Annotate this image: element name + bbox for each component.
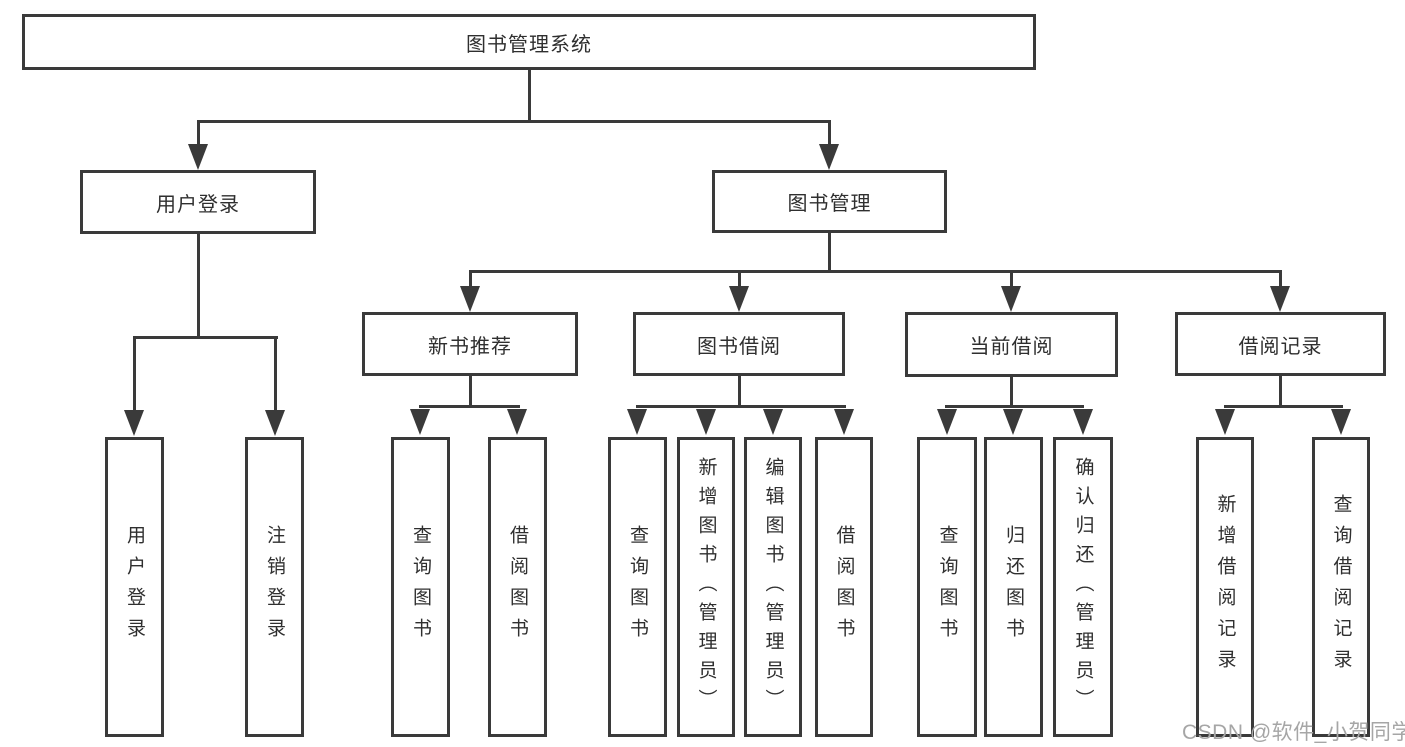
arrowhead-borrowrec-icon [1270,286,1290,312]
edge-root-split-bar [197,120,831,123]
arrowhead-ul-logout-icon [265,410,285,436]
node-book-borrow-label: 图书借阅 [697,335,781,358]
edge-cb-split-bar [945,405,1084,408]
leaf-cb-query-books: 查询图书 [917,437,977,737]
leaf-br-add-record: 新增借阅记录 [1196,437,1254,737]
leaf-br-query-record: 查询借阅记录 [1312,437,1370,737]
leaf-br-query-record-label: 查询借阅记录 [1330,494,1352,680]
leaf-bb-edit-books-label: 编辑图书（管理员） [762,456,784,718]
edge-root-drop-line [528,68,531,123]
arrowhead-nbr-query-icon [410,409,430,435]
arrowhead-bb-edit-icon [763,409,783,435]
node-borrow-records-label: 借阅记录 [1238,335,1323,358]
edge-bb-drop-line [738,375,741,408]
leaf-cb-confirm-return-label: 确认归还（管理员） [1072,456,1094,718]
leaf-bb-add-books: 新增图书（管理员） [677,437,735,737]
edge-userlogin-split-bar [133,336,278,339]
edge-cb-drop-line [1010,376,1013,408]
edge-bookmgmt-stem-1 [469,270,472,289]
leaf-user-login-label: 用户登录 [124,525,145,649]
leaf-nbr-borrow-books: 借阅图书 [488,437,547,737]
node-current-borrow-label: 当前借阅 [969,336,1054,358]
node-user-login: 用户登录 [80,170,316,234]
edge-bookmgmt-split-bar [469,270,1282,273]
edge-userlogin-stem-2 [274,336,277,412]
edge-bookmgmt-drop-line [828,231,831,273]
leaf-cb-return-books-label: 归还图书 [1003,525,1024,649]
edge-userlogin-drop-line [197,232,200,338]
leaf-logout-label: 注销登录 [264,525,285,649]
arrowhead-bb-add-icon [696,409,716,435]
arrowhead-bookborrow-icon [729,286,749,312]
arrowhead-curborrow-icon [1001,286,1021,312]
edge-bookmgmt-stem-4 [1279,270,1282,289]
arrowhead-bb-query-icon [627,409,647,435]
leaf-bb-borrow-books: 借阅图书 [815,437,873,737]
arrowhead-newbookrec-icon [460,286,480,312]
edge-root-right-stem [828,120,831,148]
leaf-nbr-query-books: 查询图书 [391,437,450,737]
arrowhead-ul-login-icon [124,410,144,436]
leaf-user-login: 用户登录 [105,437,164,737]
edge-userlogin-stem-1 [133,336,136,412]
node-root: 图书管理系统 [22,14,1036,70]
edge-bookmgmt-stem-3 [1010,270,1013,289]
node-new-book-rec-label: 新书推荐 [428,335,512,358]
arrowhead-br-query-icon [1331,409,1351,435]
node-root-label: 图书管理系统 [466,33,592,56]
node-book-mgmt-label: 图书管理 [787,193,872,215]
edge-root-left-stem [197,120,200,148]
node-book-mgmt: 图书管理 [712,170,947,233]
arrowhead-user-login-icon [188,144,208,170]
edge-br-split-bar [1224,405,1343,408]
leaf-nbr-borrow-books-label: 借阅图书 [507,525,528,649]
edge-nbr-split-bar [419,405,520,408]
leaf-cb-query-books-label: 查询图书 [936,525,958,649]
csdn-watermark: CSDN @软件_小贺同学 [1182,721,1405,744]
arrowhead-bb-borrow-icon [834,409,854,435]
arrowhead-cb-query-icon [937,409,957,435]
node-borrow-records: 借阅记录 [1175,312,1386,376]
edge-bb-split-bar [636,405,846,408]
leaf-bb-add-books-label: 新增图书（管理员） [695,456,717,718]
leaf-br-add-record-label: 新增借阅记录 [1214,494,1236,680]
leaf-bb-borrow-books-label: 借阅图书 [833,525,855,649]
node-book-borrow: 图书借阅 [633,312,845,376]
node-new-book-rec: 新书推荐 [362,312,578,376]
edge-bookmgmt-stem-2 [738,270,741,289]
leaf-logout: 注销登录 [245,437,304,737]
node-user-login-label: 用户登录 [156,193,240,216]
edge-nbr-drop-line [469,375,472,408]
node-current-borrow: 当前借阅 [905,312,1118,377]
arrowhead-cb-confirm-icon [1073,409,1093,435]
arrowhead-book-mgmt-icon [819,144,839,170]
leaf-cb-confirm-return: 确认归还（管理员） [1053,437,1113,737]
arrowhead-cb-return-icon [1003,409,1023,435]
edge-br-drop-line [1279,375,1282,408]
leaf-nbr-query-books-label: 查询图书 [410,525,431,649]
leaf-cb-return-books: 归还图书 [984,437,1043,737]
arrowhead-br-add-icon [1215,409,1235,435]
arrowhead-nbr-borrow-icon [507,409,527,435]
leaf-bb-query-books: 查询图书 [608,437,667,737]
leaf-bb-query-books-label: 查询图书 [627,525,648,649]
leaf-bb-edit-books: 编辑图书（管理员） [744,437,802,737]
